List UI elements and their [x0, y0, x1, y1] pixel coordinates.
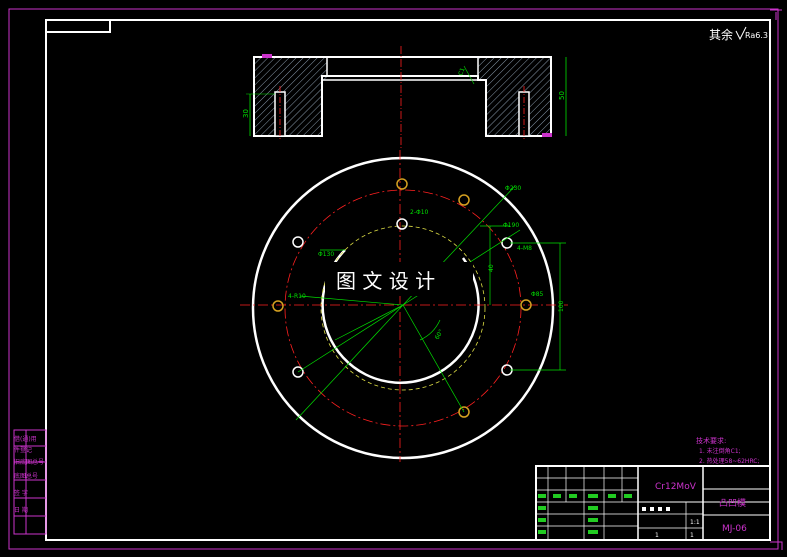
section-bore-clear [322, 80, 486, 136]
top-left-label-box [46, 20, 111, 33]
dim-hole-depth: 30 [242, 109, 250, 118]
bolt-hole [520, 299, 532, 311]
grid-mark [624, 494, 632, 498]
scale-area: 1:1 1 1 [638, 502, 703, 540]
bolt-hole [272, 300, 284, 312]
part-name: 凸凹模 [719, 498, 746, 509]
bolt-hole [396, 218, 408, 230]
leader [299, 295, 404, 306]
magenta-marker [542, 133, 552, 137]
dim-side-right: Φ85 [531, 291, 544, 298]
magenta-marker [262, 54, 272, 58]
scale-mark [666, 507, 670, 511]
dim-bore: Φ130 [318, 251, 334, 258]
side-label: 借(通)用 [14, 435, 37, 443]
grid-mark [538, 530, 546, 534]
dim-leader [463, 65, 475, 85]
angle-arc [419, 319, 441, 341]
dim-chamfer: C1 [457, 67, 466, 77]
dim-screw-holes: 4-M8 [517, 245, 532, 252]
grid-mark [538, 494, 546, 498]
dim-inner-chamfer: 4-R10 [288, 293, 306, 300]
revision-grid [536, 466, 638, 540]
front-section-view: 30 50 C1 [242, 46, 567, 148]
material-value: Cr12MoV [655, 482, 697, 492]
bottom-right-mark [770, 541, 783, 550]
leader [402, 304, 465, 413]
section-top-clear [327, 57, 478, 80]
technical-requirements: 技术要求: 1. 未注倒角C1; 2. 热处理58~62HRC; [696, 436, 760, 465]
side-label: 旧底图总号 [14, 458, 44, 466]
surface-roughness-note: 其余 Ra6.3 [709, 26, 768, 42]
scale-mark [658, 507, 662, 511]
scale-mark [650, 507, 654, 511]
leader [295, 304, 404, 421]
tech-req-item: 1. 未注倒角C1; [699, 447, 741, 455]
bolt-circle [284, 189, 522, 427]
grid-mark [553, 494, 561, 498]
bolt-hole [458, 406, 470, 418]
dim-dowel-holes: 2-Φ10 [410, 209, 429, 216]
sheet-outer-border [8, 8, 779, 550]
scale-value: 1:1 [690, 519, 700, 526]
grid-mark [588, 506, 598, 510]
bolt-holes [272, 178, 532, 418]
surface-note-prefix: 其余 [709, 27, 733, 42]
outer-circle [251, 156, 555, 460]
section-hatch-left [255, 57, 327, 135]
grid-mark [588, 518, 598, 522]
dim-total-height: 50 [558, 91, 566, 100]
bolt-hole [292, 366, 304, 378]
section-hatch-right [478, 57, 551, 135]
grid-mark [538, 518, 546, 522]
side-label: 日 期 [14, 506, 28, 514]
plan-view: Φ230 Φ190 2-Φ10 4-M8 Φ130 Φ85 100 60° 40… [240, 150, 568, 462]
drawing-frame [45, 19, 771, 541]
grid-mark [569, 494, 577, 498]
side-strip-outer [13, 429, 47, 535]
surface-note-roughness: Ra6.3 [745, 31, 768, 40]
dim-height-right: 100 [558, 300, 565, 312]
sheet-no: 1 [690, 532, 694, 539]
dim-outer-dia: Φ230 [505, 185, 521, 192]
watermark: 图 文 设 计 [325, 262, 473, 296]
tech-req-title: 技术要求: [696, 436, 726, 445]
grid-mark [608, 494, 616, 498]
roughness-symbol-icon [735, 26, 747, 41]
side-label: 件登记 [14, 446, 32, 454]
bolt-hole [292, 236, 304, 248]
tech-req-item: 2. 热处理58~62HRC; [699, 457, 760, 465]
grid-mark [588, 530, 598, 534]
revision-grid-marks [538, 494, 632, 534]
watermark-text: 图 文 设 计 [336, 269, 435, 293]
scale-mark [642, 507, 646, 511]
dim-angle: 60° [434, 328, 445, 341]
top-right-mark [770, 9, 782, 20]
side-label: 底图总号 [14, 472, 38, 480]
inner-bore-outline [321, 249, 480, 384]
title-block: Cr12MoV 凸凹模 MJ-06 1:1 1 1 [535, 465, 771, 541]
dim-offset: 40 [488, 264, 495, 272]
leader [297, 304, 404, 373]
side-label-strip: 借(通)用 件登记 旧底图总号 底图总号 签 字 日 期 [13, 429, 47, 535]
dim-bolt-circle: Φ190 [503, 222, 519, 229]
title-block-border [535, 465, 771, 541]
inner-bore-hidden [320, 225, 486, 391]
drawing-number: MJ-06 [722, 524, 747, 534]
side-label: 签 字 [14, 489, 28, 497]
bolt-hole [396, 178, 408, 190]
leader [334, 304, 404, 341]
sheet-total: 1 [655, 532, 659, 539]
bolt-hole [458, 194, 470, 206]
watermark-backdrop [325, 262, 473, 296]
grid-mark [538, 506, 546, 510]
grid-mark [588, 494, 598, 498]
